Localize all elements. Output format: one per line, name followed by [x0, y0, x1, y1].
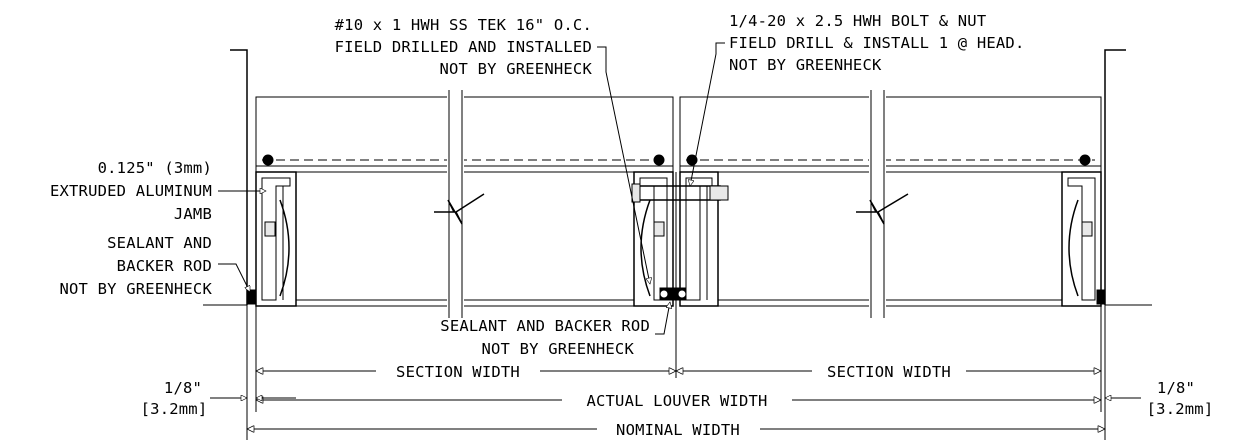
note-screw-line1: #10 x 1 HWH SS TEK 16" O.C.: [335, 16, 592, 34]
note-bolt-line1: 1/4-20 x 2.5 HWH BOLT & NUT: [729, 12, 986, 30]
note-bolt-line3: NOT BY GREENHECK: [729, 56, 882, 74]
dimension-section-width-right-label: SECTION WIDTH: [827, 363, 951, 381]
note-sealant-left-line1: SEALANT AND: [107, 234, 212, 252]
note-sealant-left: SEALANT AND BACKER ROD NOT BY GREENHECK: [59, 234, 251, 298]
dimension-clearance-right: 1/8" [3.2mm]: [1105, 379, 1213, 418]
note-bolt: 1/4-20 x 2.5 HWH BOLT & NUT FIELD DRILL …: [690, 12, 1025, 186]
note-jamb: 0.125" (3mm) EXTRUDED ALUMINUM JAMB: [50, 159, 266, 223]
note-sealant-center: SEALANT AND BACKER ROD NOT BY GREENHECK: [440, 302, 670, 358]
note-bolt-line2: FIELD DRILL & INSTALL 1 @ HEAD.: [729, 34, 1025, 52]
louver-section-left: [255, 90, 674, 318]
dimension-nominal-width: NOMINAL WIDTH: [247, 421, 1105, 439]
dimension-section-width-right: SECTION WIDTH: [676, 306, 1101, 412]
note-sealant-left-line2: BACKER ROD: [117, 257, 212, 275]
dimension-nominal-width-label: NOMINAL WIDTH: [616, 421, 740, 439]
dimension-clearance-left-mm: [3.2mm]: [141, 400, 208, 418]
note-sealant-center-line1: SEALANT AND BACKER ROD: [440, 317, 650, 335]
note-sealant-left-line3: NOT BY GREENHECK: [59, 280, 212, 298]
note-sealant-center-line2: NOT BY GREENHECK: [481, 340, 634, 358]
dimension-section-width-left: SECTION WIDTH: [256, 306, 676, 412]
sealant-backer-rod-left: [246, 289, 256, 305]
sealant-backer-rod-right: [1096, 289, 1106, 305]
louver-section-right: [679, 90, 1102, 318]
dimension-clearance-left-in: 1/8": [164, 379, 202, 397]
dimension-actual-louver-width: ACTUAL LOUVER WIDTH: [256, 392, 1101, 410]
note-jamb-line3: JAMB: [174, 205, 212, 223]
note-screw-line3: NOT BY GREENHECK: [439, 60, 592, 78]
through-bolt: [631, 172, 729, 306]
dimension-clearance-right-in: 1/8": [1157, 379, 1195, 397]
note-jamb-line2: EXTRUDED ALUMINUM: [50, 182, 212, 200]
sealant-backer-rod-center: [659, 287, 687, 301]
dimension-clearance-left: 1/8" [3.2mm]: [141, 379, 296, 418]
note-screw-line2: FIELD DRILLED AND INSTALLED: [335, 38, 592, 56]
wall-opening: [203, 49, 1152, 440]
dimension-section-width-left-label: SECTION WIDTH: [396, 363, 520, 381]
note-screw: #10 x 1 HWH SS TEK 16" O.C. FIELD DRILLE…: [335, 16, 650, 284]
dimension-actual-louver-width-label: ACTUAL LOUVER WIDTH: [586, 392, 767, 410]
dimension-clearance-right-mm: [3.2mm]: [1147, 400, 1214, 418]
note-jamb-line1: 0.125" (3mm): [98, 159, 212, 177]
